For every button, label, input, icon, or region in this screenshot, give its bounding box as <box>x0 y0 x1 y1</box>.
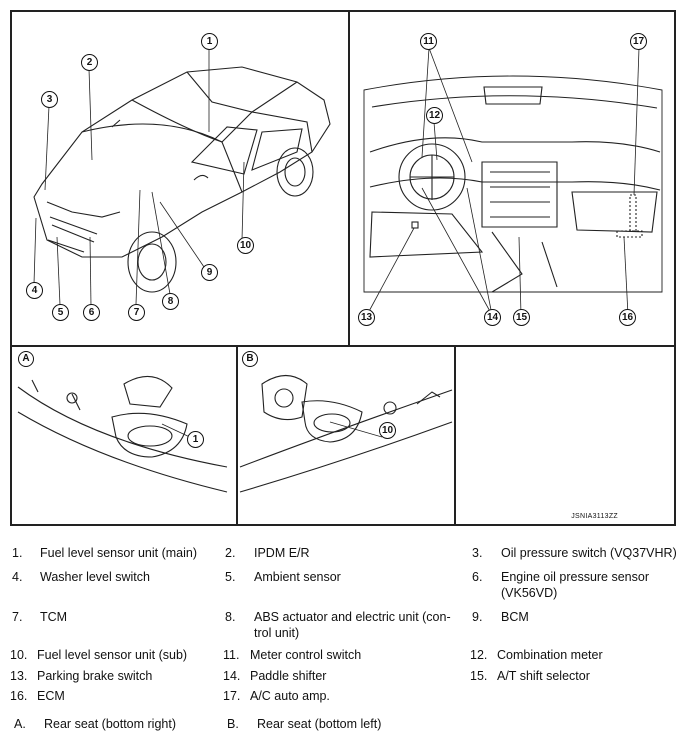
horizontal-divider <box>12 345 674 347</box>
interior-drawing <box>363 47 663 316</box>
legend-num: 8. <box>225 610 236 624</box>
legend-num: 12. <box>470 648 488 662</box>
callout-16: 16 <box>619 309 636 326</box>
legend-text: Combination meter <box>497 648 603 662</box>
diagram-code: JSNIA3113ZZ <box>571 513 618 520</box>
legend-text: Fuel level sensor unit (main) <box>40 546 198 560</box>
callout-17: 17 <box>630 33 647 50</box>
legend-num: 7. <box>12 610 23 624</box>
legend-text: Ambient sensor <box>254 570 341 584</box>
callout-2: 2 <box>81 54 98 71</box>
legend-num: 13. <box>10 669 28 683</box>
legend-num: 1. <box>12 546 23 560</box>
legend-text: Engine oil pressure sensor <box>501 570 649 584</box>
legend-text: TCM <box>40 610 68 624</box>
legend-num: 3. <box>472 546 483 560</box>
legend-num: 5. <box>225 570 236 584</box>
callout-1-panel-a: 1 <box>187 431 204 448</box>
car-exterior-drawing <box>33 48 331 307</box>
legend-num: 10. <box>10 648 28 662</box>
legend-text: Paddle shifter <box>250 669 327 683</box>
legend-num: 9. <box>472 610 483 624</box>
legend-text: Washer level switch <box>40 570 150 584</box>
legend-num: 4. <box>12 570 23 584</box>
panel-tag-b: B <box>242 351 258 367</box>
callout-14: 14 <box>484 309 501 326</box>
callout-5: 5 <box>52 304 69 321</box>
rear-seat-drawings <box>17 374 453 493</box>
legend-text: ECM <box>37 689 65 703</box>
callout-1: 1 <box>201 33 218 50</box>
callout-8: 8 <box>162 293 179 310</box>
callout-9: 9 <box>201 264 218 281</box>
legend-text: Fuel level sensor unit (sub) <box>37 648 188 662</box>
callout-10-exterior: 10 <box>237 237 254 254</box>
callout-12: 12 <box>426 107 443 124</box>
callout-7: 7 <box>128 304 145 321</box>
legend-num: 11. <box>223 648 240 662</box>
vertical-divider-bottom-1 <box>236 345 238 526</box>
legend-num: 2. <box>225 546 236 560</box>
legend-num: A. <box>14 717 26 731</box>
legend-num: 16. <box>10 689 28 703</box>
legend-text: BCM <box>501 610 529 624</box>
legend-num: B. <box>227 717 239 731</box>
vertical-divider-top <box>348 12 350 345</box>
component-location-figure: A B 1 2 3 4 5 6 7 8 9 10 11 12 17 13 14 … <box>10 10 676 526</box>
callout-6: 6 <box>83 304 100 321</box>
legend-num: 17. <box>223 689 241 703</box>
legend-text: Oil pressure switch (VQ37VHR) <box>501 546 677 560</box>
legend-text-cont: trol unit) <box>254 626 300 640</box>
legend-text: IPDM E/R <box>254 546 310 560</box>
callout-4: 4 <box>26 282 43 299</box>
legend-text: Meter control switch <box>250 648 362 662</box>
callout-15: 15 <box>513 309 530 326</box>
legend-text: A/C auto amp. <box>250 689 330 703</box>
legend-text: A/T shift selector <box>497 669 590 683</box>
callout-11: 11 <box>420 33 437 50</box>
legend-text-cont: (VK56VD) <box>501 586 558 600</box>
legend-text: Rear seat (bottom left) <box>257 717 382 731</box>
vertical-divider-bottom-2 <box>454 345 456 526</box>
legend-num: 15. <box>470 669 488 683</box>
legend-text: Parking brake switch <box>37 669 153 683</box>
legend-text: ABS actuator and electric unit (con- <box>254 610 451 624</box>
legend-num: 6. <box>472 570 483 584</box>
legend-text: Rear seat (bottom right) <box>44 717 176 731</box>
callout-3: 3 <box>41 91 58 108</box>
callout-10-panel-b: 10 <box>379 422 396 439</box>
panel-tag-a: A <box>18 351 34 367</box>
callout-13: 13 <box>358 309 375 326</box>
legend-num: 14. <box>223 669 241 683</box>
